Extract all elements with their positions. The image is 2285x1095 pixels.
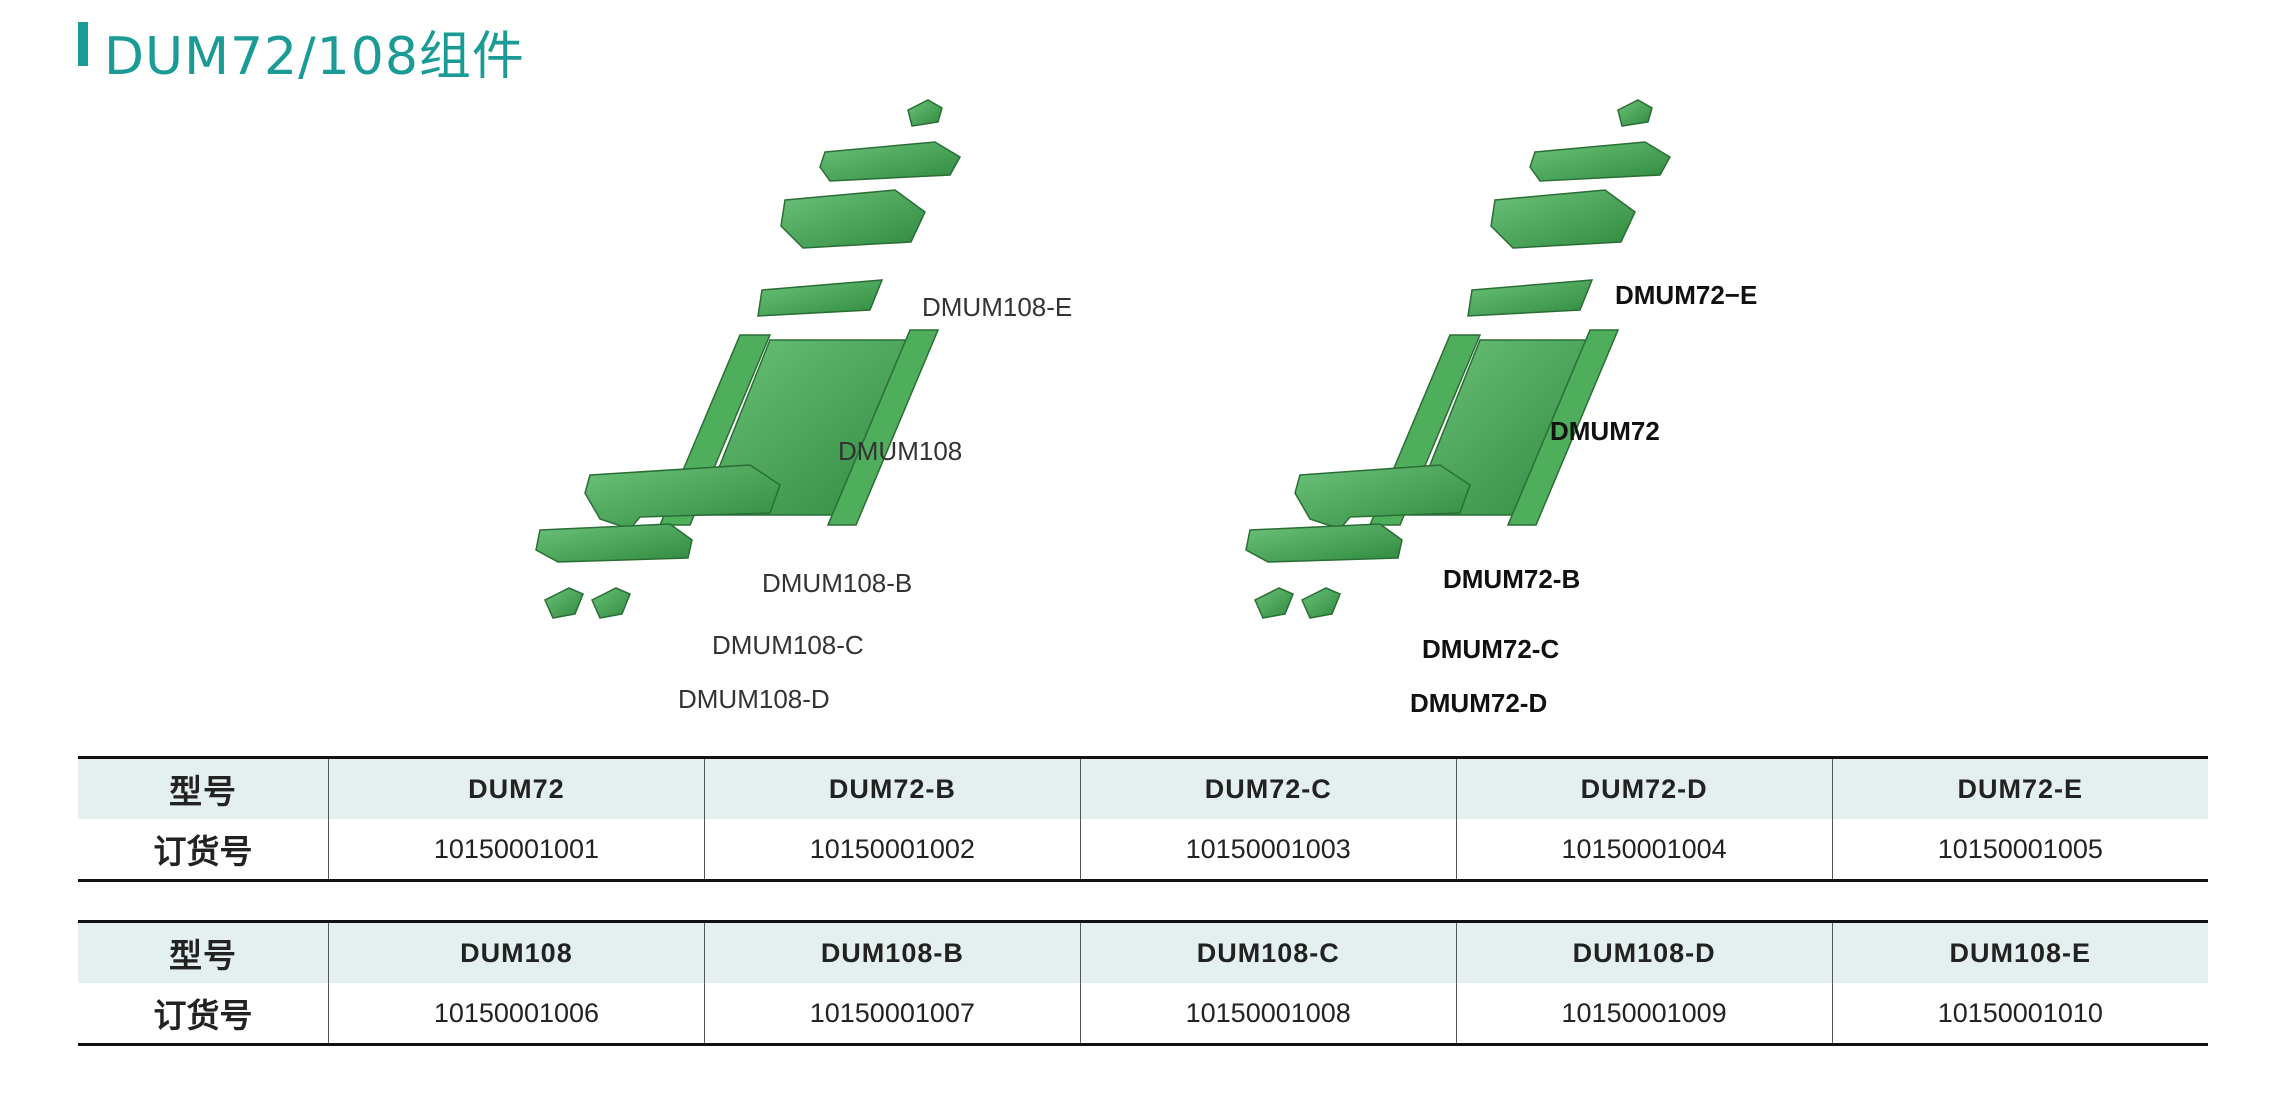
- model-cell: DUM72-B: [703, 757, 1081, 819]
- model-header-cell: 型号: [78, 921, 329, 983]
- dum108-order-table: 型号 DUM108 DUM108-B DUM108-C DUM108-D DUM…: [78, 920, 2208, 1046]
- label-dmum108: DMUM108: [838, 436, 963, 466]
- order-number-cell: 10150001010: [1831, 983, 2208, 1045]
- model-row: 型号 DUM108 DUM108-B DUM108-C DUM108-D DUM…: [78, 921, 2208, 983]
- order-number-header-cell: 订货号: [78, 819, 329, 881]
- dmum72-parts-illustration: [1245, 99, 1672, 619]
- model-cell: DUM72-C: [1079, 757, 1457, 819]
- model-cell: DUM108-D: [1455, 921, 1833, 983]
- dum72-order-table: 型号 DUM72 DUM72-B DUM72-C DUM72-D DUM72-E…: [78, 756, 2208, 882]
- dmum108-exploded-diagram: DMUM108-E DMUM108 DMUM108-B DMUM108-C DM…: [500, 90, 1400, 740]
- model-cell: DUM108-E: [1831, 921, 2208, 983]
- order-number-cell: 10150001006: [328, 983, 705, 1045]
- label-dmum108-c: DMUM108-C: [712, 630, 864, 660]
- order-number-cell: 10150001003: [1079, 819, 1457, 881]
- order-number-header-cell: 订货号: [78, 983, 329, 1045]
- model-header-cell: 型号: [78, 757, 329, 819]
- dmum72-exploded-diagram: DMUM72−E DMUM72 DMUM72-B DMUM72-C DMUM72…: [1210, 90, 2110, 740]
- label-dmum72-b: DMUM72-B: [1443, 564, 1581, 594]
- model-cell: DUM108-B: [703, 921, 1081, 983]
- model-cell: DUM72-E: [1831, 757, 2208, 819]
- model-row: 型号 DUM72 DUM72-B DUM72-C DUM72-D DUM72-E: [78, 757, 2208, 819]
- model-cell: DUM108: [328, 921, 705, 983]
- label-dmum72-e: DMUM72−E: [1615, 280, 1758, 310]
- order-number-cell: 10150001005: [1831, 819, 2208, 881]
- page-title: DUM72/108组件: [104, 27, 525, 87]
- label-dmum72-c: DMUM72-C: [1422, 634, 1560, 664]
- order-number-cell: 10150001004: [1455, 819, 1833, 881]
- order-number-row: 订货号 10150001001 10150001002 10150001003 …: [78, 819, 2208, 881]
- label-dmum108-d: DMUM108-D: [678, 684, 830, 714]
- order-number-cell: 10150001002: [703, 819, 1081, 881]
- model-cell: DUM72: [328, 757, 705, 819]
- model-cell: DUM72-D: [1455, 757, 1833, 819]
- label-dmum108-b: DMUM108-B: [762, 568, 913, 598]
- order-number-cell: 10150001009: [1455, 983, 1833, 1045]
- title-accent-bar: [78, 22, 88, 66]
- order-number-cell: 10150001008: [1079, 983, 1457, 1045]
- order-number-cell: 10150001001: [328, 819, 705, 881]
- label-dmum108-e: DMUM108-E: [922, 292, 1073, 322]
- label-dmum72-d: DMUM72-D: [1410, 688, 1548, 718]
- model-cell: DUM108-C: [1079, 921, 1457, 983]
- dmum108-parts-illustration: [535, 99, 962, 619]
- label-dmum72: DMUM72: [1550, 416, 1660, 446]
- order-number-cell: 10150001007: [703, 983, 1081, 1045]
- order-number-row: 订货号 10150001006 10150001007 10150001008 …: [78, 983, 2208, 1045]
